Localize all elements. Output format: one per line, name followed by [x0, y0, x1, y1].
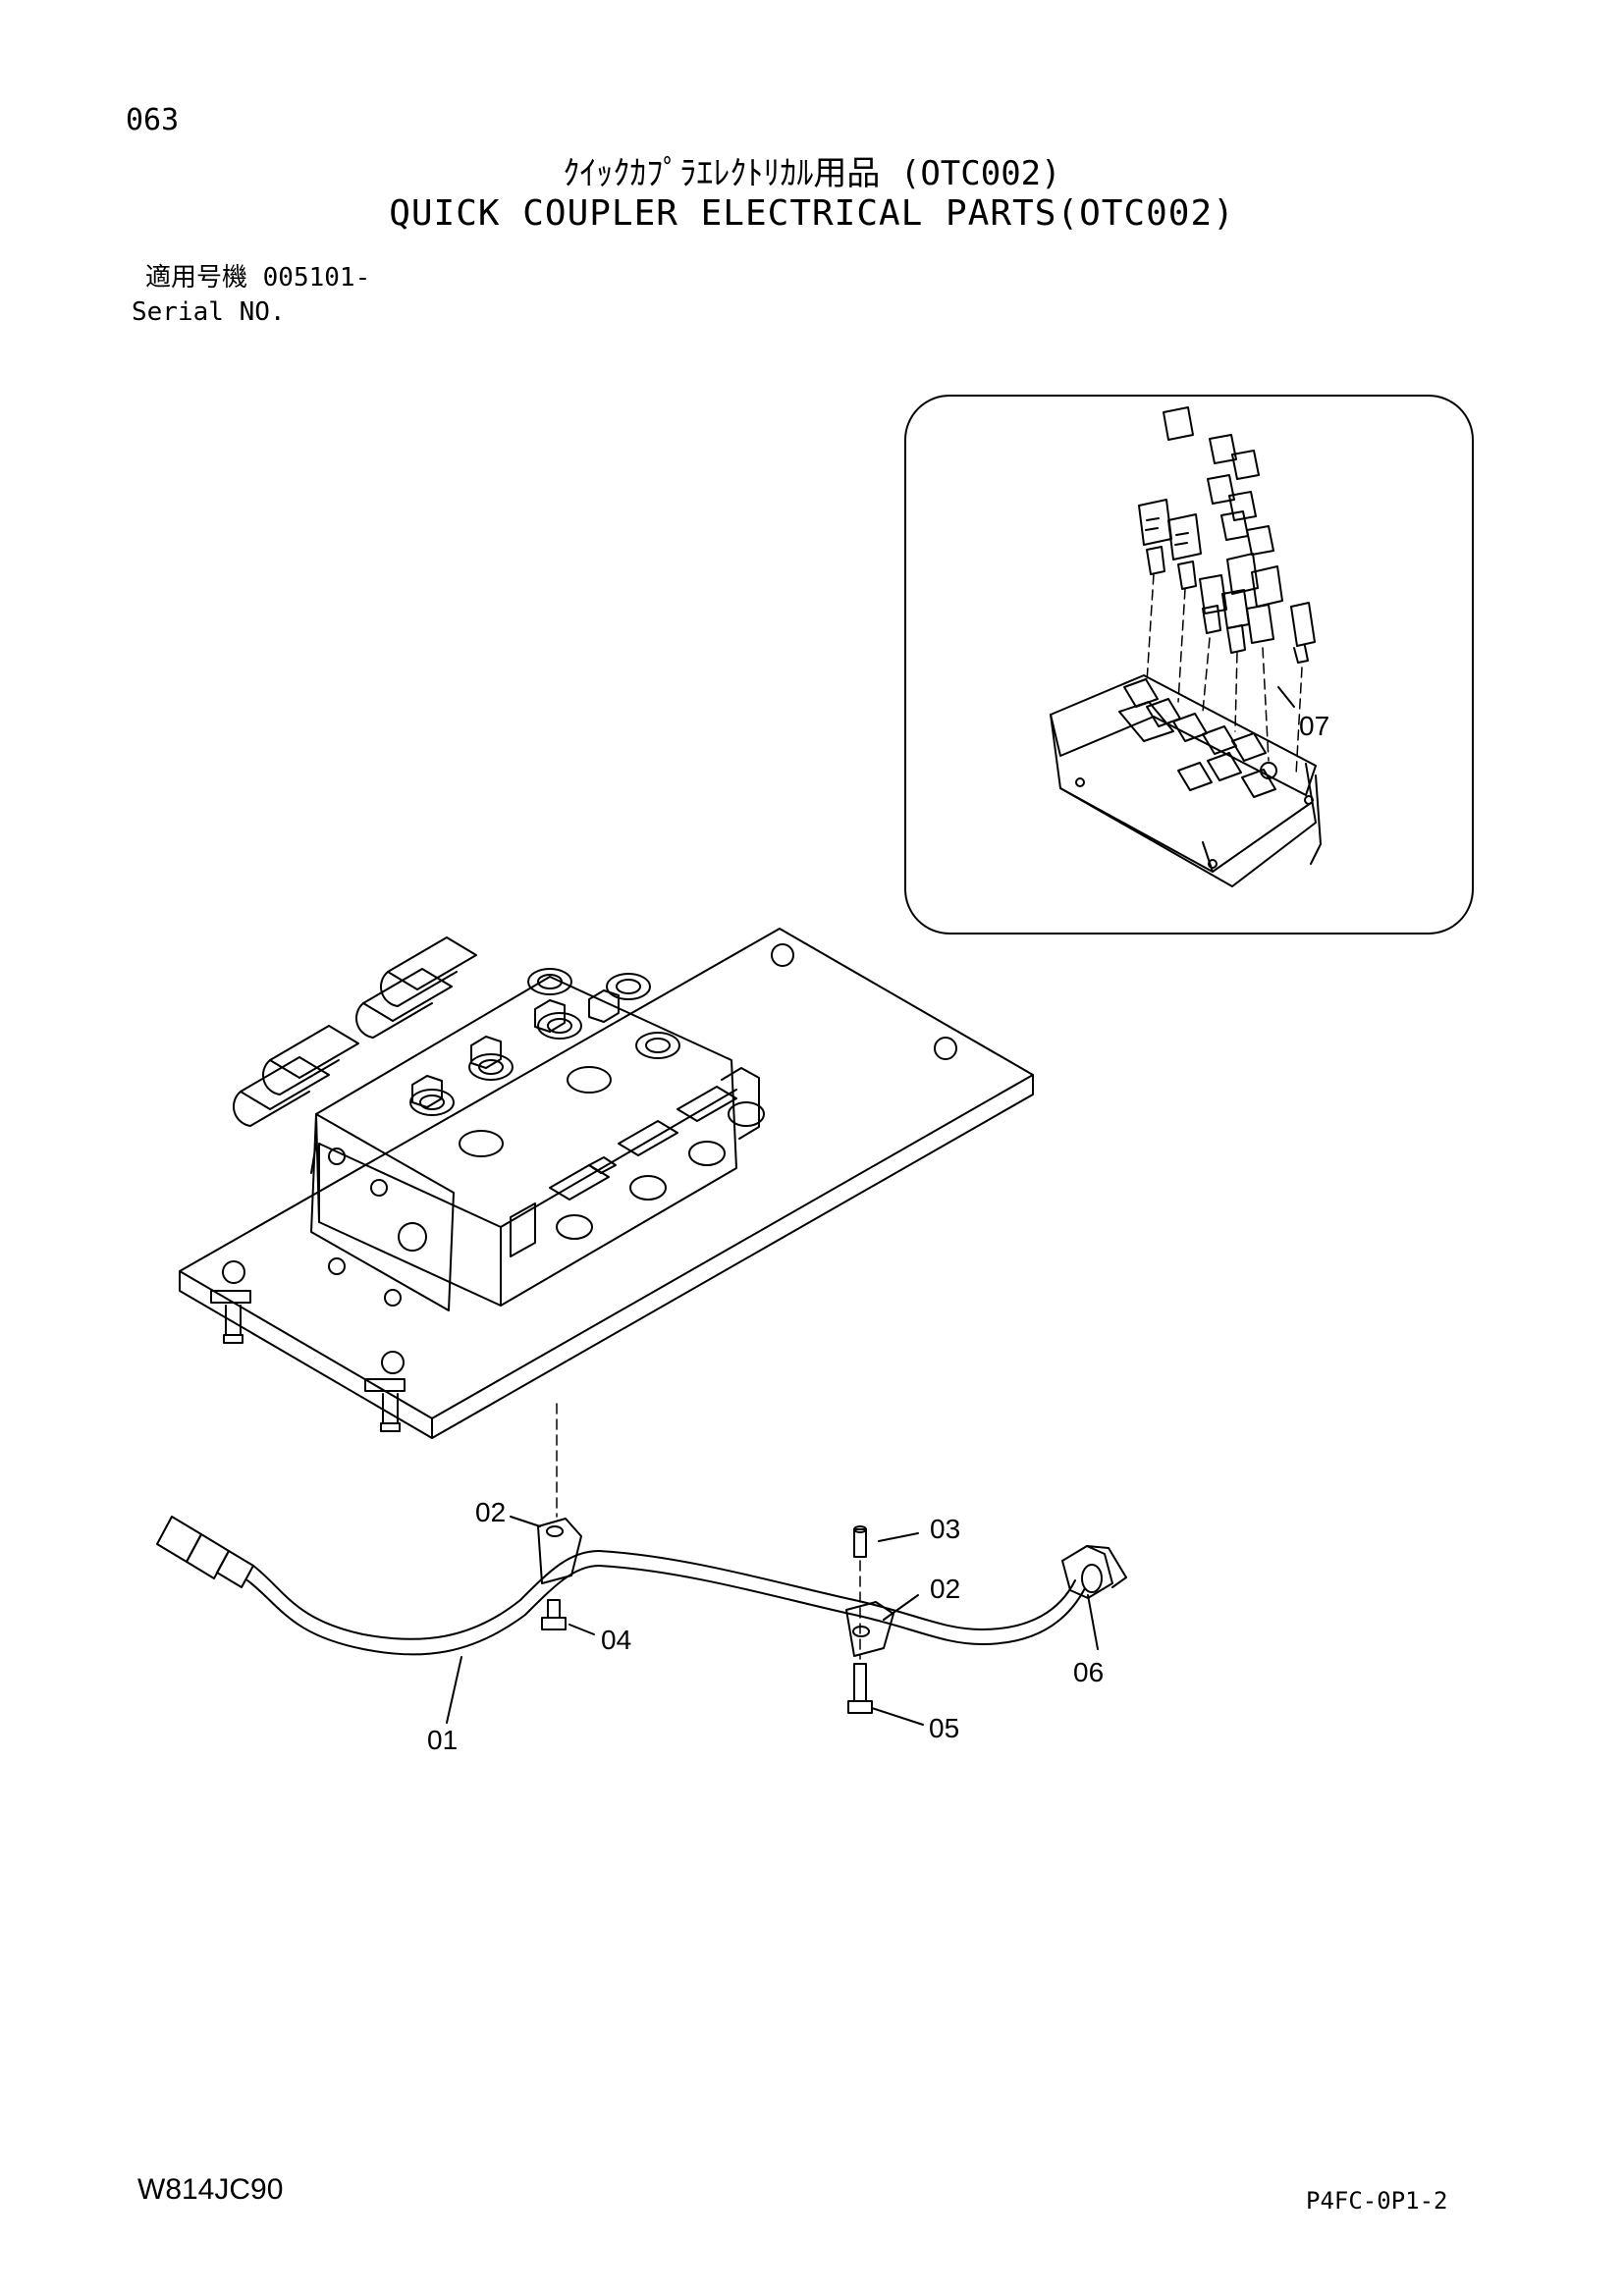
page-title-japanese: ｸｲｯｸｶﾌﾟﾗｴﾚｸﾄﾘｶﾙ用品 (OTC002)	[563, 154, 1061, 193]
page-title-english: QUICK COUPLER ELECTRICAL PARTS(OTC002)	[389, 193, 1235, 234]
serial-number-label: Serial NO.	[132, 297, 286, 327]
callout-02-lower: 02	[930, 1574, 960, 1604]
control-valve-assembly	[179, 928, 1034, 1518]
callout-05: 05	[929, 1713, 959, 1743]
switch-panel-inset	[904, 395, 1474, 934]
footer-page-code: P4FC-0P1-2	[1306, 2187, 1448, 2215]
callout-07: 07	[1299, 711, 1329, 741]
quick-coupler-harness	[156, 1516, 1127, 1726]
applicable-serial-label: 適用号機 005101-	[145, 263, 371, 293]
callout-06: 06	[1073, 1657, 1104, 1687]
callout-04: 04	[601, 1625, 631, 1655]
callout-02-upper: 02	[475, 1497, 506, 1527]
page-number: 063	[126, 103, 180, 137]
callout-03: 03	[930, 1514, 960, 1544]
footer-drawing-code: W814JC90	[137, 2173, 284, 2206]
callout-01: 01	[427, 1725, 458, 1755]
